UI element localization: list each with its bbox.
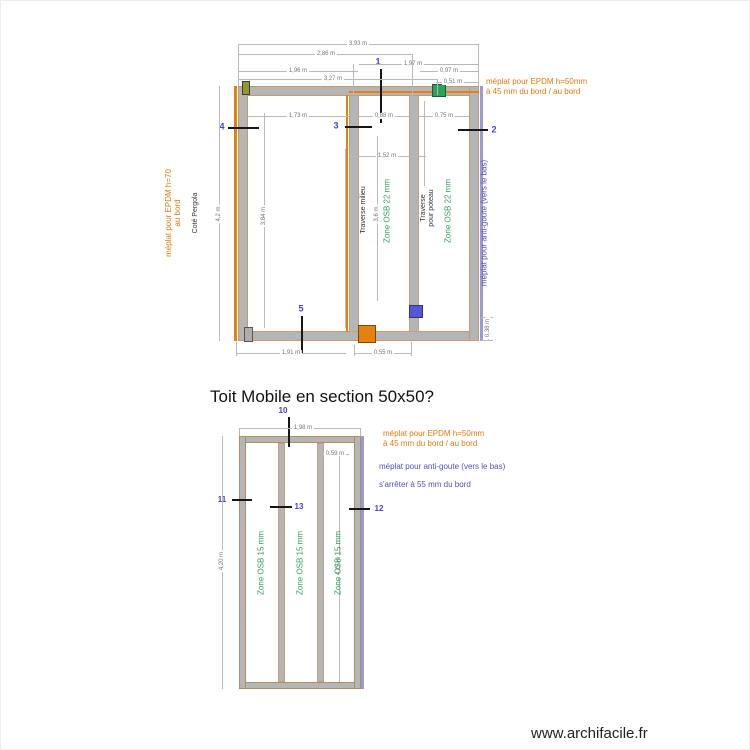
ext-line (481, 340, 493, 341)
marker-blue-stud (409, 305, 423, 318)
annotation-line: pour poteau (428, 189, 435, 227)
ext-line (353, 64, 354, 95)
epdm-stripe-top-right (349, 91, 479, 93)
annotation-line: Traverse (419, 194, 427, 222)
ext-line (236, 342, 237, 356)
dim-label: 4,2 m (216, 204, 222, 224)
annotation-anti-goutte-lower: méplat pour anti-goute (vers le bas) (379, 462, 506, 471)
lower-stud-2 (317, 443, 324, 682)
lower-left-wall (239, 436, 246, 689)
callout-2-leader (458, 129, 488, 131)
ext-line (412, 54, 413, 96)
lower-stud-1 (278, 443, 285, 682)
callout-3-leader (345, 126, 372, 128)
dim-label: 0,51 m (441, 79, 465, 85)
dim-label: 3,93 m (346, 41, 370, 47)
annotation-line: méplat pour EPDM h=70 (163, 169, 173, 257)
annotation-epdm-lower: méplat pour EPDM h=50mm à 45 mm du bord … (383, 429, 484, 450)
callout-2: 2 (491, 124, 497, 135)
ext-line (437, 79, 438, 95)
annotation-epdm-left: méplat pour EPDM h=70 au bord (164, 169, 182, 257)
dim-label: 1,52 m (375, 153, 399, 159)
epdm-stripe-left (234, 86, 237, 341)
dim-label: 1,97 m (401, 61, 425, 67)
marker-gray-bottom-left (244, 327, 253, 342)
ext-line (478, 44, 479, 86)
ext-line (411, 342, 412, 356)
callout-4: 4 (219, 121, 225, 132)
dim-label: 0,75 m (432, 113, 456, 119)
ext-line (238, 44, 239, 86)
annotation-zone-osb-22-b: Zone OSB 22 mm (443, 178, 453, 244)
upper-left-wall (238, 86, 248, 341)
dim-label: 1,91 m (279, 350, 303, 356)
page-title: Toit Mobile en section 50x50? (210, 387, 434, 406)
lower-bottom-rail (239, 682, 361, 689)
annotation-epdm-right: méplat pour EPDM h=50mm à 45 mm du bord … (486, 77, 587, 98)
callout-4-leader (228, 127, 259, 129)
dim-label: 3,27 m (321, 76, 345, 82)
dim-label: 0,97 m (437, 68, 461, 74)
annotation-cote-pergola: Coté Pergola (191, 192, 199, 234)
annotation-line: méplat pour EPDM h=50mm (383, 429, 485, 438)
annotation-line: au bord (173, 199, 182, 227)
annotation-zone-osb-15-2: Zone OSB 15 mm (295, 530, 305, 596)
dim-label: 0,55 m (371, 350, 395, 356)
ext-line (345, 149, 346, 328)
annotation-zone-osb-15-3: Zone OSB 15 mm (333, 530, 343, 596)
dim-label: 1,98 m (291, 425, 315, 431)
callout-1: 1 (375, 56, 381, 67)
ext-line (424, 101, 425, 186)
dim-label: 0,38 m (485, 316, 491, 340)
callout-3: 3 (333, 120, 339, 131)
dim-label: 0,88 m (372, 113, 396, 119)
callout-11-leader (232, 499, 252, 501)
lower-right-wall (354, 436, 361, 689)
callout-13: 13 (294, 502, 304, 511)
dim-label: 1,73 m (286, 113, 310, 119)
marker-green-top-right (432, 84, 446, 97)
annotation-zone-osb-22-a: Zone OSB 22 mm (382, 178, 392, 244)
dim-label: 4,20 m (219, 549, 225, 573)
ext-line (239, 428, 240, 436)
callout-12-leader (349, 508, 370, 510)
annotation-line: méplat pour EPDM h=50mm (486, 77, 588, 86)
epdm-stripe-middle (346, 95, 348, 332)
callout-5: 5 (298, 303, 304, 314)
callout-10-leader (288, 417, 290, 447)
callout-12: 12 (374, 504, 384, 513)
ext-line (360, 428, 361, 436)
annotation-anti-goutte-upper: méplat pour anti-goute (vers le bas) (479, 159, 489, 287)
upper-stud-traverse-milieu (349, 95, 359, 332)
marker-orange-bottom-middle (358, 325, 376, 343)
dim-label: 3,84 m (261, 204, 267, 228)
anti-goutte-stripe-right (480, 86, 483, 341)
callout-10: 10 (278, 406, 288, 415)
annotation-traverse-milieu: Traverse milieu (359, 186, 367, 234)
annotation-line: à 45 mm du bord / au bord (383, 439, 478, 449)
annotation-line: à 45 mm du bord / au bord (486, 87, 581, 97)
dim-label: 1,96 m (286, 68, 310, 74)
lower-top-rail (239, 436, 361, 443)
upper-right-wall (469, 86, 479, 341)
dim-label: 3,6 m (374, 204, 380, 224)
annotation-arreter: s'arrêter à 55 mm du bord (379, 480, 471, 489)
anti-goutte-stripe-lower (361, 436, 364, 689)
dim-label: 0,59 m (323, 451, 347, 457)
annotation-zone-osb-15-1: Zone OSB 15 mm (256, 530, 266, 596)
dim-label: 2,86 m (314, 51, 338, 57)
ext-line (354, 345, 355, 356)
upper-stud-traverse-poteau (409, 95, 419, 332)
callout-13-leader (270, 506, 292, 508)
callout-1-leader (380, 69, 382, 123)
watermark-link[interactable]: www.archifacile.fr (531, 725, 648, 742)
marker-olive-top-left (242, 81, 250, 95)
callout-5-leader (301, 316, 303, 353)
annotation-traverse-poteau: Traverse pour poteau (420, 189, 436, 226)
